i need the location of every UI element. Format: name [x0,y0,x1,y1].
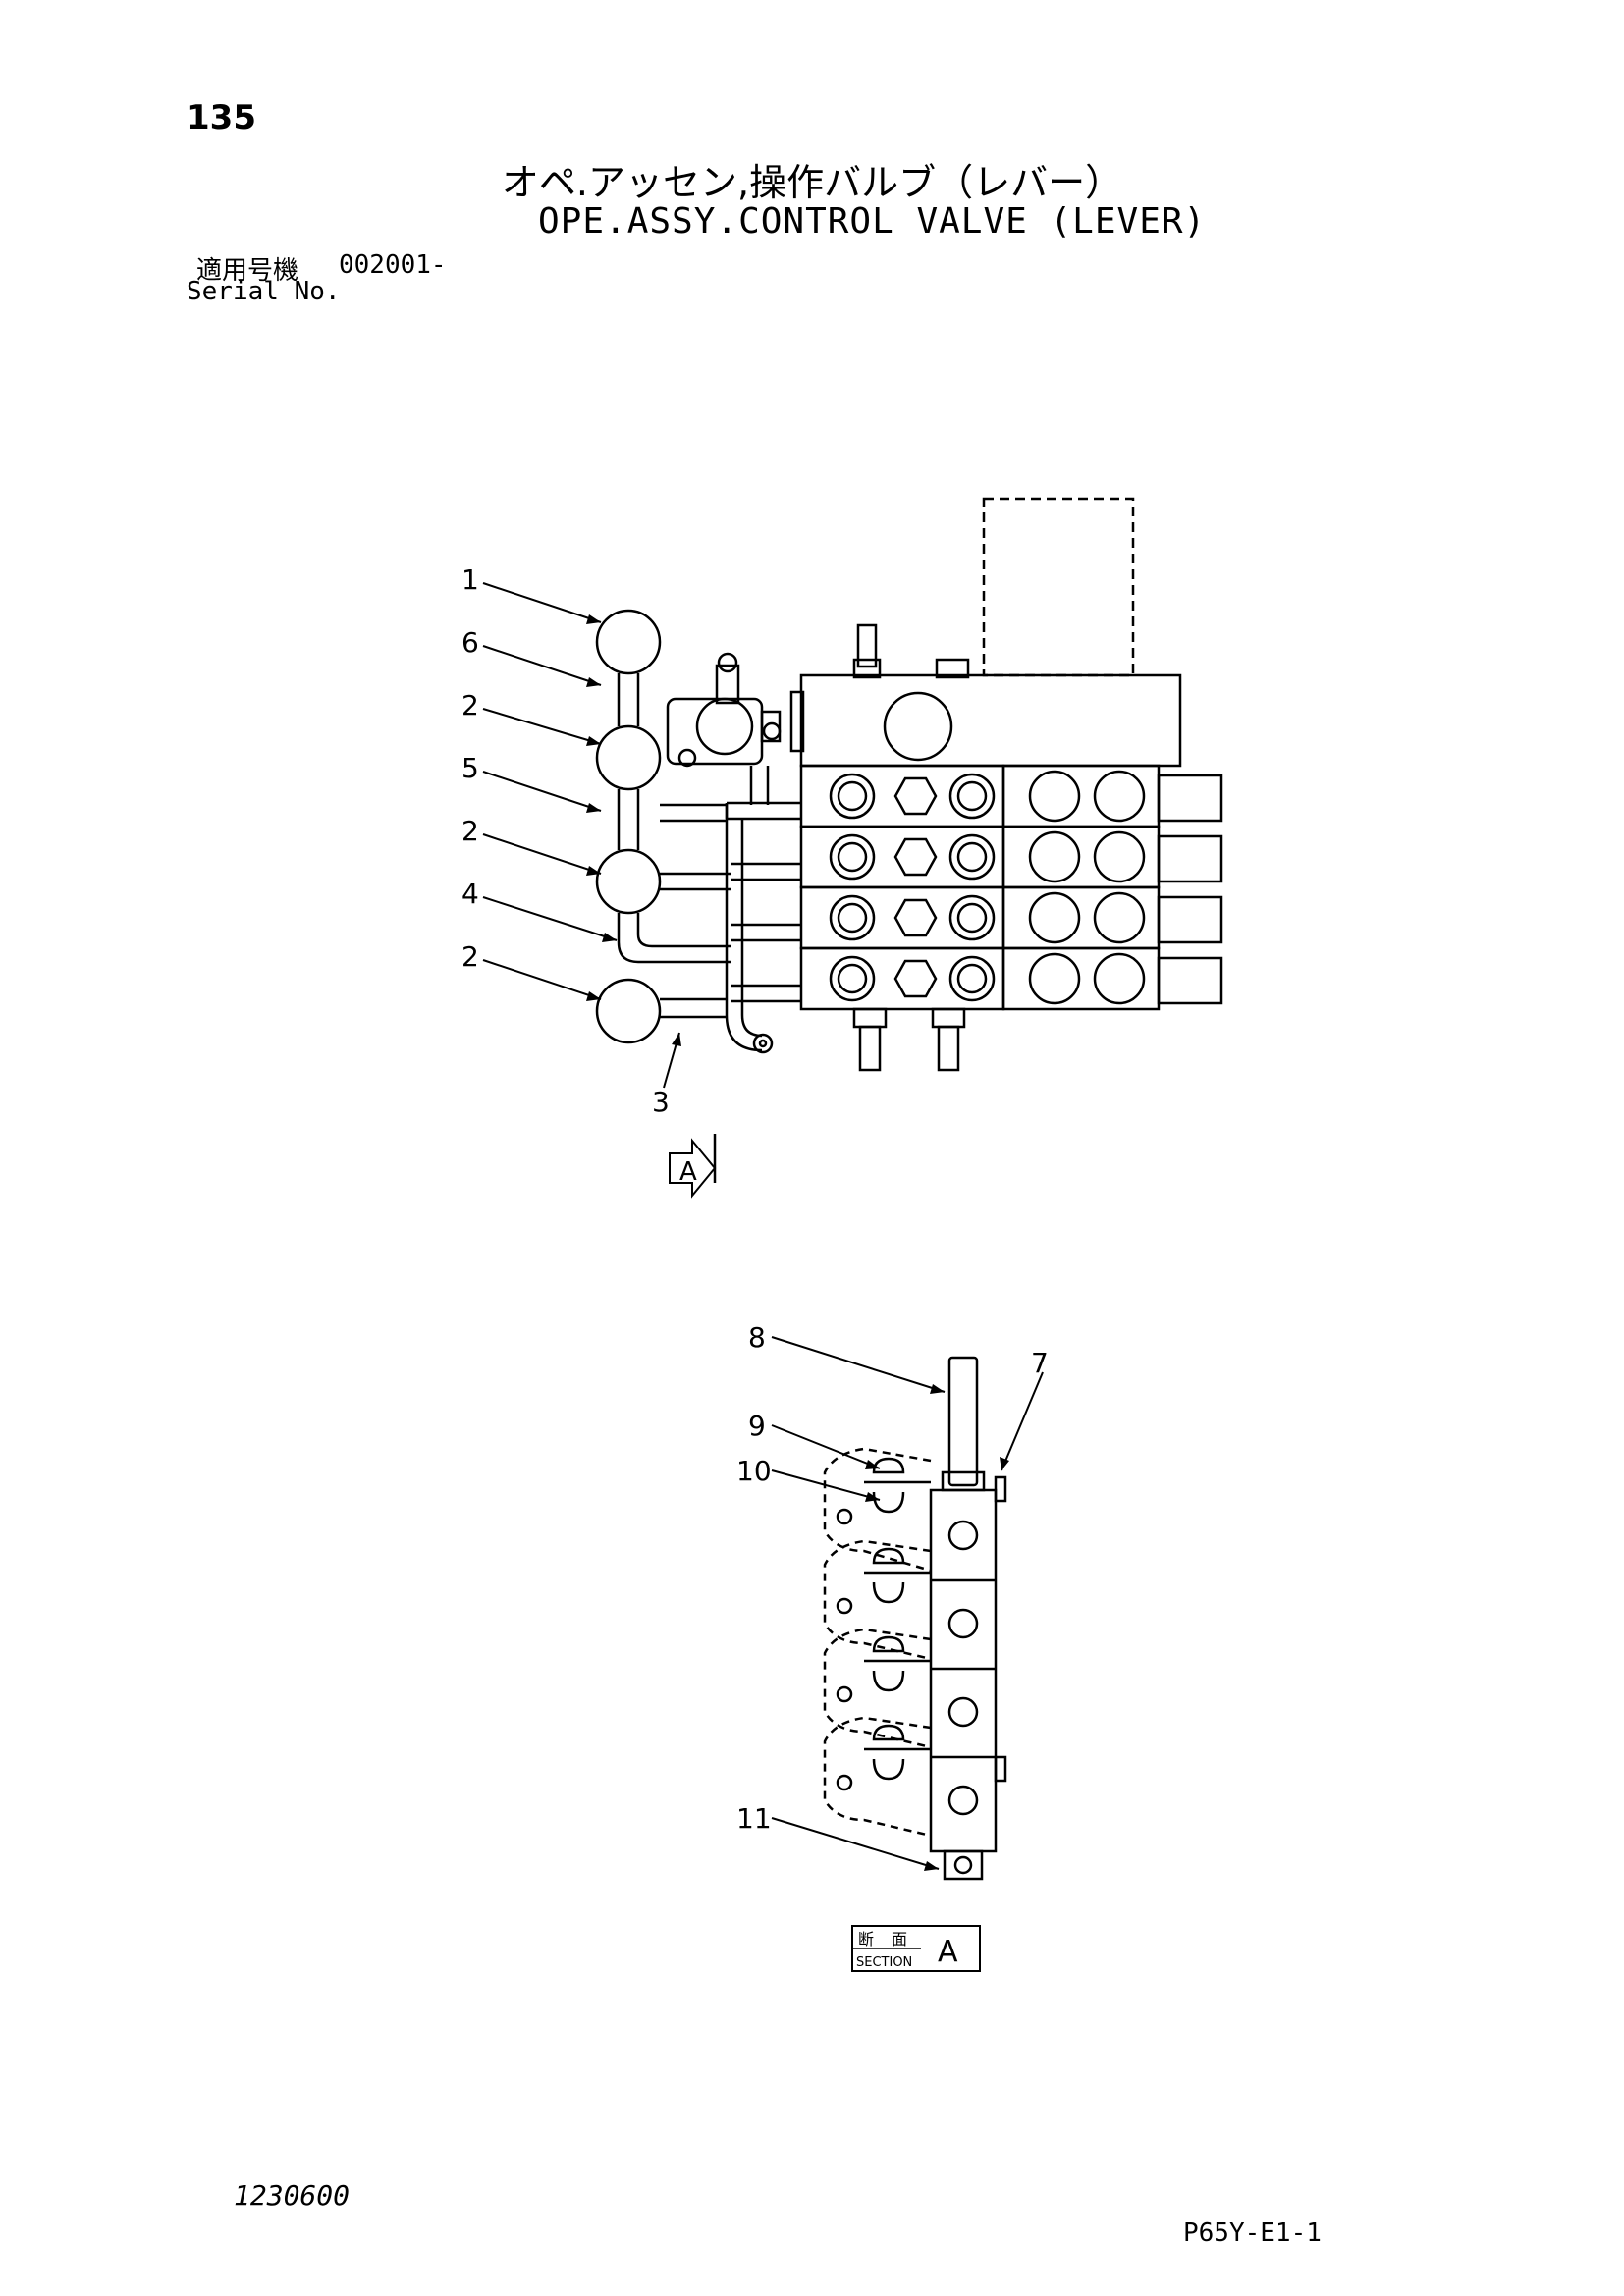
leader-lines [482,582,1044,1870]
view-marker-letter: A [679,1157,697,1187]
callout-7: 7 [1031,1347,1049,1379]
callout-3: 3 [652,1086,670,1118]
control-valve-top-view: A [595,497,1223,1199]
serial-label-japanese: 適用号機 [196,256,299,286]
pin-clip-sets [864,1457,931,1781]
sheet-code: P65Y-E1-1 [1183,2218,1322,2248]
section-a-label: 断 面 SECTION A [851,1925,981,1972]
serial-label-english: Serial No. [187,277,341,306]
serial-value: 002001- [339,250,447,280]
callout-9: 9 [748,1410,766,1442]
section-jp-right: 面 [892,1930,907,1949]
valve-sections [799,764,1223,1011]
section-jp-left: 断 [858,1930,874,1949]
section-a-view [823,1356,1007,1881]
callout-5: 5 [461,752,479,784]
left-manifold [666,652,782,805]
callout-10: 10 [736,1455,772,1487]
lever-linkage [595,609,731,1044]
title-japanese: オペ.アッセン,操作バルブ（レバー） [501,161,1123,204]
callout-8: 8 [748,1321,766,1354]
callout-numbers: 1 6 2 5 2 4 2 3 8 7 9 10 11 [461,563,1049,1835]
page-number: 135 [187,98,256,137]
section-letter: A [938,1935,958,1969]
callout-2a: 2 [461,689,479,721]
section-en: SECTION [856,1955,912,1970]
drawing-number: 1230600 [234,2179,351,2212]
callout-2b: 2 [461,815,479,847]
view-marker-a: A [669,1134,717,1199]
callout-2c: 2 [461,940,479,973]
title-english: OPE.ASSY.CONTROL VALVE (LEVER) [538,201,1207,241]
callout-1: 1 [461,563,479,596]
callout-6: 6 [461,626,479,659]
callout-11: 11 [736,1802,772,1835]
callout-4: 4 [461,878,479,910]
pipes [725,801,801,1054]
